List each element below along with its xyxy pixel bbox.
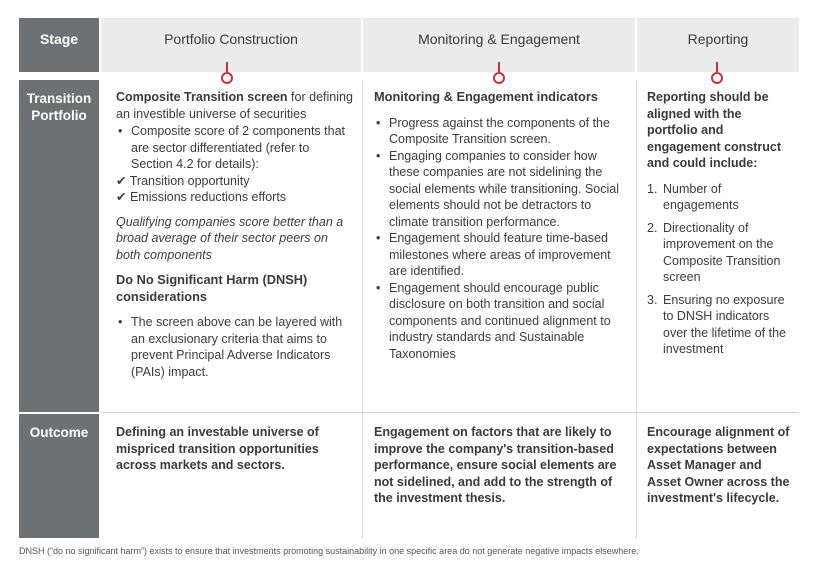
list-item: 3. Ensuring no exposure to DNSH indicator… [647, 292, 793, 358]
column-divider [636, 80, 637, 538]
outcome-monitoring: Engagement on factors that are likely to… [374, 425, 617, 505]
portfolio-construction-header: Portfolio Construction [101, 18, 361, 72]
portfolio-construction-cell: Composite Transition screen for defining… [116, 89, 354, 380]
monitoring-title: Monitoring & Engagement indicators [374, 89, 598, 104]
list-item: 1. Number of engagements [647, 181, 793, 214]
list-number: 3. [647, 292, 658, 307]
composite-screen-title: Composite Transition screen [116, 90, 288, 104]
stage-header: Stage [19, 18, 99, 72]
composite-screen-desc: for defining an investible universe of s… [116, 90, 353, 121]
column-divider [362, 80, 363, 538]
list-text: Number of engagements [663, 181, 739, 213]
check-item: ✔ Emissions reductions efforts [116, 189, 354, 206]
connector-ring-icon [711, 62, 723, 84]
check-item-label: Emissions reductions efforts [129, 190, 287, 204]
dnsh-bullets: The screen above can be layered with an … [116, 314, 354, 380]
list-text: Directionality of improvement on the Com… [663, 220, 781, 285]
transition-portfolio-row-label: Transition Portfolio [19, 80, 99, 412]
check-item: ✔ Transition opportunity [116, 173, 354, 190]
reporting-title: Reporting [687, 31, 749, 47]
list-item: Composite score of 2 components that are… [116, 123, 354, 173]
list-item: Engagement should feature time-based mil… [374, 230, 626, 280]
list-item: Engaging companies to consider how these… [374, 148, 626, 231]
monitoring-bullets: Progress against the components of the C… [374, 115, 626, 363]
outcome-label: Outcome [29, 425, 89, 440]
reporting-cell: Reporting should be aligned with the por… [647, 89, 793, 364]
checkmark-icon: ✔ [116, 173, 127, 188]
portfolio-construction-title: Portfolio Construction [164, 31, 298, 47]
transition-portfolio-label: Transition Portfolio [26, 91, 92, 123]
list-item: The screen above can be layered with an … [116, 314, 354, 380]
check-list: ✔ Transition opportunity ✔ Emissions red… [116, 173, 354, 206]
outcome-portfolio: Defining an investable universe of mispr… [116, 425, 319, 472]
check-item-label: Transition opportunity [129, 173, 250, 188]
list-text: Ensuring no exposure to DNSH indicators … [663, 292, 786, 357]
stage-table: Stage Portfolio Construction Monitoring … [19, 18, 799, 538]
list-number: 2. [647, 220, 658, 235]
list-item: Engagement should encourage public discl… [374, 280, 626, 363]
reporting-list: 1. Number of engagements 2. Directionality… [647, 181, 793, 358]
connector-ring-icon [493, 62, 505, 84]
list-number: 1. [647, 181, 658, 196]
outcome-reporting: Encourage alignment of expectations betw… [647, 425, 790, 505]
reporting-intro: Reporting should be aligned with the por… [647, 90, 782, 170]
list-item: 2. Directionality of improvement on the C… [647, 220, 793, 286]
composite-screen-intro: Composite Transition screen for defining… [116, 89, 354, 122]
monitoring-engagement-cell: Monitoring & Engagement indicators Progr… [374, 89, 626, 362]
composite-bullets: Composite score of 2 components that are… [116, 123, 354, 173]
checkmark-icon: ✔ [116, 190, 127, 204]
stage-header-label: Stage [39, 31, 79, 47]
connector-ring-icon [221, 62, 233, 84]
row-divider [101, 412, 799, 413]
monitoring-engagement-title: Monitoring & Engagement [418, 31, 580, 47]
list-item: Progress against the components of the C… [374, 115, 626, 148]
qualifying-note: Qualifying companies score better than a… [116, 214, 344, 262]
footnote: DNSH (“do no significant harm”) exists t… [19, 546, 639, 556]
outcome-row-label: Outcome [19, 414, 99, 538]
reporting-header: Reporting [637, 18, 799, 72]
dnsh-title: Do No Significant Harm (DNSH) considerat… [116, 272, 308, 304]
